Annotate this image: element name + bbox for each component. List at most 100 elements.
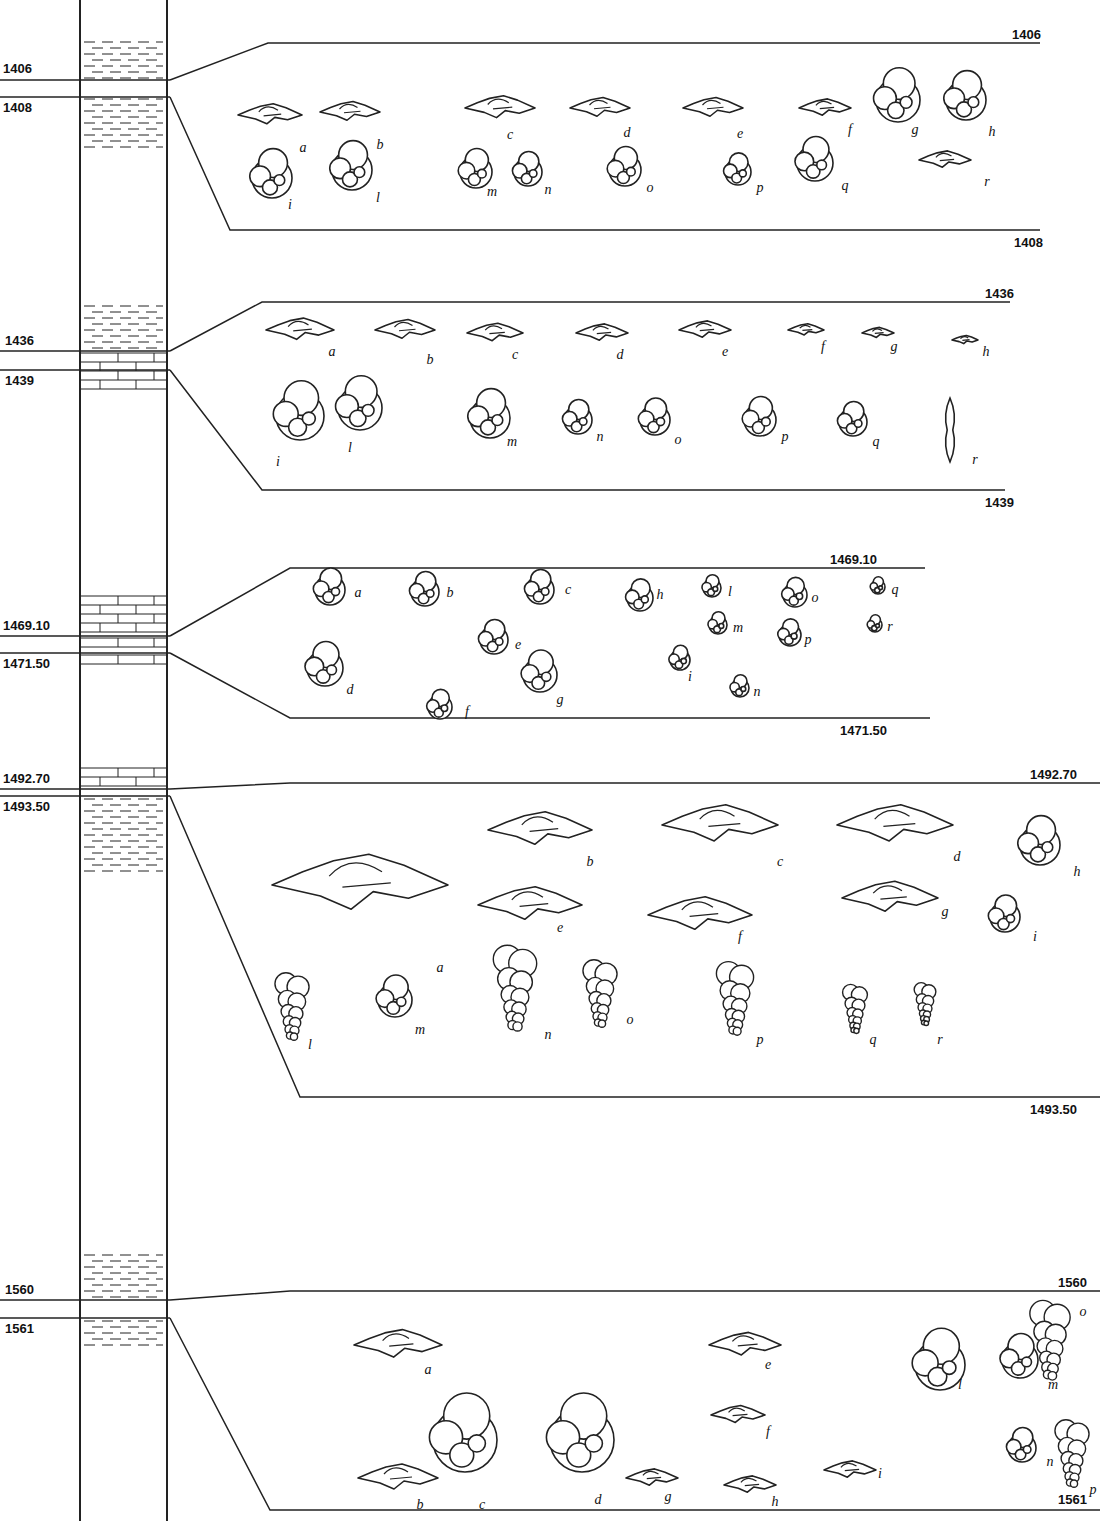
fossil-globular (495, 638, 503, 646)
specimen-letter: o (812, 591, 819, 605)
shale-pattern (110, 1327, 121, 1328)
fossil-keeled (952, 335, 978, 343)
shale-pattern (84, 1321, 95, 1322)
shale-pattern (138, 823, 149, 824)
shale-pattern (120, 1321, 131, 1322)
shale-pattern (156, 318, 163, 319)
fossil-suture (329, 863, 391, 887)
fossil-suture (936, 153, 954, 160)
shale-pattern (102, 859, 113, 860)
limestone-pattern (81, 768, 166, 769)
shale-pattern (146, 336, 157, 337)
shale-pattern (92, 1339, 103, 1340)
shale-pattern (156, 42, 163, 43)
shale-pattern (92, 312, 103, 313)
shale-pattern (110, 829, 121, 830)
shale-pattern (128, 841, 139, 842)
shale-pattern (156, 147, 163, 148)
shale-pattern (110, 141, 121, 142)
depth-tick (0, 96, 170, 98)
shale-pattern (128, 1261, 139, 1262)
shale-pattern (128, 829, 139, 830)
specimen-letter: g (912, 123, 919, 137)
depth-tick (0, 350, 170, 352)
specimen-letter: b (417, 1498, 424, 1512)
shale-pattern (120, 123, 131, 124)
fossil-globular (397, 997, 406, 1006)
shale-pattern (146, 72, 157, 73)
depth-label: 1560 (1058, 1276, 1087, 1289)
shale-pattern (92, 336, 103, 337)
specimen-letter: r (887, 620, 892, 634)
limestone-pattern (81, 664, 166, 665)
shale-pattern (128, 105, 139, 106)
specimen-letter: i (1033, 930, 1037, 944)
shale-pattern (156, 1345, 163, 1346)
fossil-globular (1042, 842, 1053, 853)
shale-pattern (92, 117, 103, 118)
shale-pattern (146, 312, 157, 313)
specimen-letter: i (878, 1467, 882, 1481)
shale-pattern (128, 348, 139, 349)
shale-pattern (146, 1261, 157, 1262)
specimen-letter: l (958, 1378, 962, 1392)
shale-pattern (110, 48, 121, 49)
shale-pattern (92, 60, 103, 61)
fossil-suture (340, 104, 361, 112)
specimen-letter: n (1047, 1455, 1054, 1469)
shale-pattern (138, 135, 149, 136)
fossil-suture (696, 323, 714, 330)
limestone-pattern (81, 786, 166, 787)
specimen-letter: c (512, 348, 518, 362)
fossil-keeled (354, 1330, 442, 1358)
fossil-suture (800, 325, 813, 330)
shale-pattern (84, 66, 95, 67)
shale-pattern (138, 111, 149, 112)
fossil-globular (302, 412, 315, 425)
shale-pattern (138, 1267, 149, 1268)
shale-pattern (146, 129, 157, 130)
specimen-letter: o (675, 433, 682, 447)
depth-label: 1561 (5, 1322, 34, 1335)
depth-tick (0, 369, 170, 371)
specimen-letter: h (989, 125, 996, 139)
specimen-letter: d (617, 348, 624, 362)
fossil-keeled (358, 1464, 438, 1489)
limestone-pattern (81, 632, 166, 633)
specimen-letter: f (766, 1425, 770, 1439)
shale-pattern (156, 1291, 163, 1292)
fossil-keeled (683, 98, 743, 117)
specimen-letter: f (848, 123, 852, 137)
specimen-letter: o (1080, 1305, 1087, 1319)
shale-pattern (102, 306, 113, 307)
specimen-letter: i (288, 198, 292, 212)
shale-pattern (102, 1333, 113, 1334)
limestone-pattern (154, 614, 155, 623)
limestone-pattern (100, 605, 101, 614)
shale-pattern (92, 865, 103, 866)
specimen-letter: a (437, 961, 444, 975)
fossil-biserial (598, 1020, 605, 1027)
shale-pattern (102, 78, 113, 79)
specimen-letter: f (738, 930, 742, 944)
shale-pattern (110, 1285, 121, 1286)
shale-pattern (128, 1273, 139, 1274)
limestone-pattern (118, 614, 119, 623)
fossil-globular (641, 596, 648, 603)
shale-pattern (102, 1321, 113, 1322)
fossil-keeled (570, 98, 630, 117)
shale-pattern (156, 835, 163, 836)
fossil-keeled (478, 887, 582, 920)
fossil-keeled (626, 1469, 678, 1485)
shale-pattern (84, 823, 95, 824)
fossil-biserial (1070, 1480, 1077, 1487)
shale-pattern (156, 847, 163, 848)
specimen-letter: l (308, 1038, 312, 1052)
fossil-keeled (788, 324, 824, 335)
specimen-letter: a (355, 586, 362, 600)
shale-pattern (156, 1321, 163, 1322)
fossil-keeled (837, 805, 953, 841)
shale-pattern (120, 847, 131, 848)
fossil-globular (876, 624, 880, 628)
limestone-pattern (100, 777, 101, 786)
